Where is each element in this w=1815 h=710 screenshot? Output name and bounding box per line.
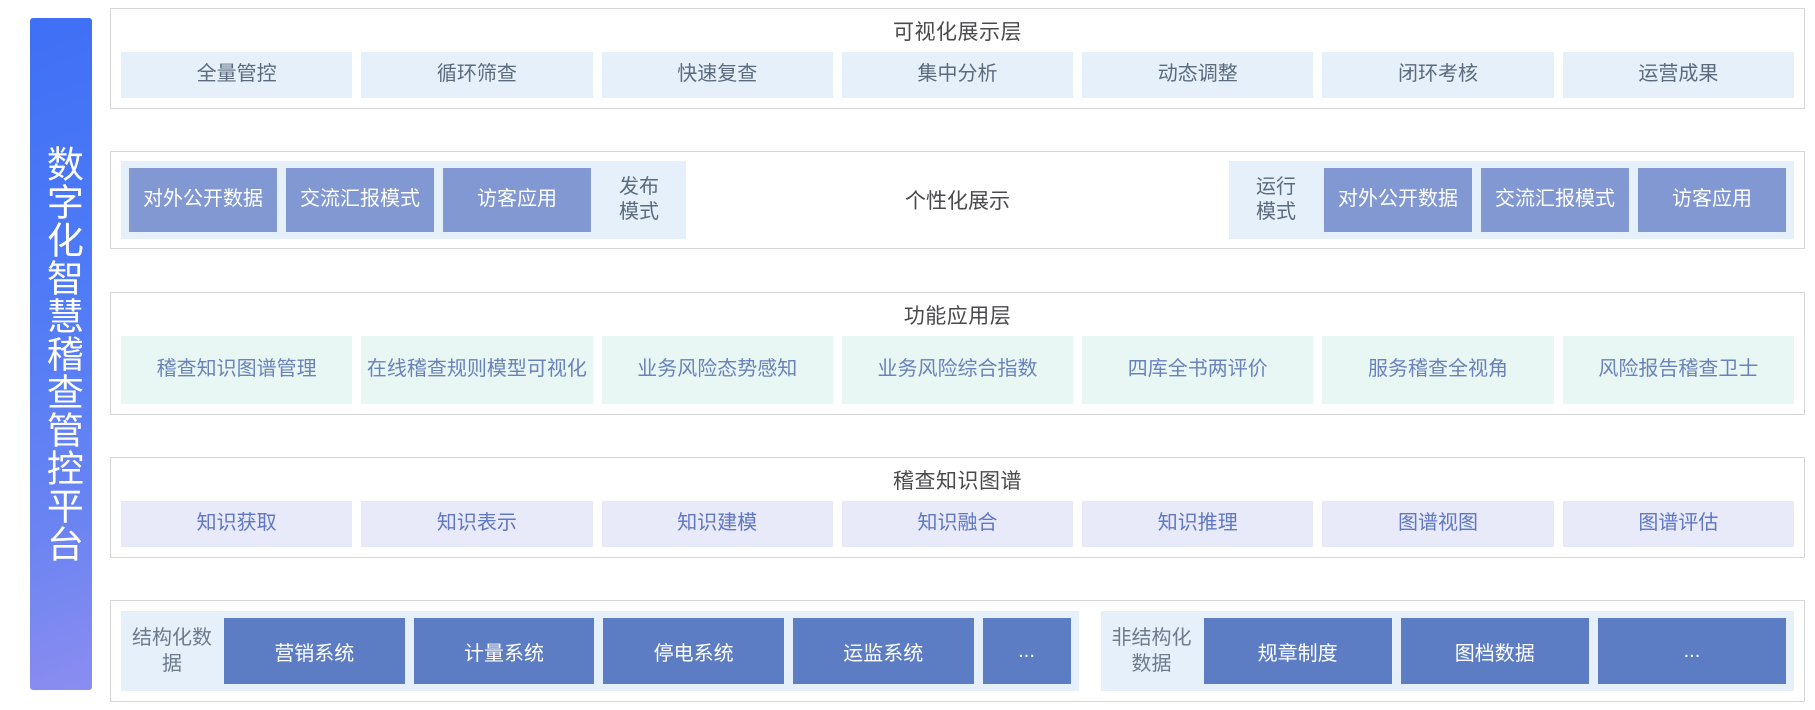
personalized-band: 对外公开数据 交流汇报模式 访客应用 发布模式 个性化展示 运行模式 对外公开数… (111, 152, 1804, 248)
personalized-chip[interactable]: 访客应用 (443, 168, 591, 233)
layer-knowledge-graph-title: 稽查知识图谱 (893, 469, 1022, 493)
layer-function: 功能应用层 稽查知识图谱管理 在线稽查规则模型可视化 业务风险态势感知 业务风险… (110, 291, 1805, 415)
data-source-more-box[interactable]: ... (1597, 618, 1787, 684)
layer-knowledge-graph-cells: 知识获取 知识表示 知识建模 知识融合 知识推理 图谱视图 图谱评估 (111, 500, 1804, 557)
kg-cell[interactable]: 图谱评估 (1562, 500, 1794, 547)
personalized-chip[interactable]: 运行模式 (1237, 168, 1315, 233)
layer-function-cells: 稽查知识图谱管理 在线稽查规则模型可视化 业务风险态势感知 业务风险综合指数 四… (111, 335, 1804, 414)
personalized-chip[interactable]: 交流汇报模式 (1481, 168, 1629, 233)
vis-cell[interactable]: 闭环考核 (1322, 52, 1554, 98)
layer-data-sources: 结构化数据 营销系统 计量系统 停电系统 运监系统 ... 非结构化数据 规章制… (110, 600, 1805, 702)
vis-cell[interactable]: 循环筛查 (361, 52, 593, 98)
personalized-chip[interactable]: 交流汇报模式 (286, 168, 434, 233)
kg-cell[interactable]: 知识表示 (361, 500, 593, 547)
personalized-chip[interactable]: 对外公开数据 (129, 168, 277, 233)
layer-visualization-title: 可视化展示层 (893, 21, 1022, 44)
unstructured-data-group: 非结构化数据 规章制度 图档数据 ... (1100, 611, 1794, 691)
layer-personalized: 对外公开数据 交流汇报模式 访客应用 发布模式 个性化展示 运行模式 对外公开数… (110, 151, 1805, 250)
func-cell[interactable]: 稽查知识图谱管理 (121, 335, 353, 404)
data-source-box[interactable]: 图档数据 (1400, 618, 1589, 684)
vis-cell[interactable]: 全量管控 (121, 52, 353, 98)
vis-cell[interactable]: 集中分析 (841, 52, 1074, 98)
data-source-box[interactable]: 停电系统 (603, 618, 784, 684)
func-cell[interactable]: 四库全书两评价 (1082, 335, 1314, 404)
data-source-box[interactable]: 规章制度 (1203, 618, 1392, 684)
data-source-box[interactable]: 运监系统 (792, 618, 974, 684)
vis-cell[interactable]: 运营成果 (1562, 52, 1794, 98)
layer-visualization: 可视化展示层 全量管控 循环筛查 快速复查 集中分析 动态调整 闭环考核 运营成… (110, 8, 1805, 109)
kg-cell[interactable]: 知识建模 (601, 500, 833, 547)
platform-banner: 数字化智慧稽查管控平台 (30, 18, 92, 690)
kg-cell[interactable]: 知识融合 (841, 500, 1074, 547)
kg-cell[interactable]: 知识推理 (1082, 500, 1314, 547)
vis-cell[interactable]: 动态调整 (1082, 52, 1314, 98)
kg-cell[interactable]: 图谱视图 (1322, 500, 1554, 547)
unstructured-data-label: 非结构化数据 (1111, 627, 1192, 675)
personalized-chip[interactable]: 发布模式 (600, 168, 678, 233)
data-source-box[interactable]: 营销系统 (224, 618, 405, 684)
func-cell[interactable]: 业务风险态势感知 (601, 335, 833, 404)
data-source-more-box[interactable]: ... (982, 618, 1071, 684)
layer-function-title: 功能应用层 (903, 304, 1012, 328)
layer-stack: 可视化展示层 全量管控 循环筛查 快速复查 集中分析 动态调整 闭环考核 运营成… (110, 8, 1805, 702)
platform-title: 数字化智慧稽查管控平台 (41, 145, 83, 563)
personalized-left-group: 对外公开数据 交流汇报模式 访客应用 发布模式 (121, 161, 686, 240)
layer-knowledge-graph: 稽查知识图谱 知识获取 知识表示 知识建模 知识融合 知识推理 图谱视图 图谱评… (110, 456, 1805, 558)
kg-cell[interactable]: 知识获取 (121, 500, 353, 547)
personalized-right-group: 运行模式 对外公开数据 交流汇报模式 访客应用 (1229, 161, 1794, 240)
data-sources-row: 结构化数据 营销系统 计量系统 停电系统 运监系统 ... 非结构化数据 规章制… (111, 601, 1804, 701)
func-cell[interactable]: 业务风险综合指数 (841, 335, 1074, 404)
layer-visualization-cells: 全量管控 循环筛查 快速复查 集中分析 动态调整 闭环考核 运营成果 (111, 52, 1804, 108)
func-cell[interactable]: 风险报告稽查卫士 (1562, 335, 1794, 404)
personalized-chip[interactable]: 对外公开数据 (1324, 168, 1472, 233)
func-cell[interactable]: 服务稽查全视角 (1322, 335, 1554, 404)
func-cell[interactable]: 在线稽查规则模型可视化 (361, 335, 593, 404)
structured-data-group: 结构化数据 营销系统 计量系统 停电系统 运监系统 ... (121, 611, 1079, 691)
vis-cell[interactable]: 快速复查 (601, 52, 833, 98)
personalized-chip[interactable]: 访客应用 (1638, 168, 1786, 233)
data-source-box[interactable]: 计量系统 (413, 618, 595, 684)
personalized-center-title: 个性化展示 (686, 161, 1229, 240)
structured-data-label: 结构化数据 (132, 627, 212, 675)
